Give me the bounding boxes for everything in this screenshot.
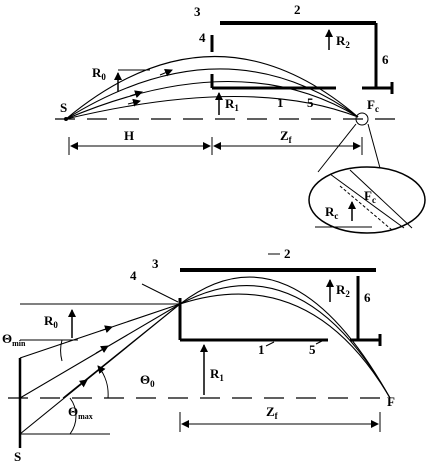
- bottom-label-5: 5: [309, 342, 316, 357]
- bottom-label-4: 4: [130, 268, 137, 283]
- bottom-label-theta-0: Θ0: [140, 372, 155, 389]
- inset-ray-1: [329, 173, 405, 229]
- bottom-label-1: 1: [258, 342, 265, 357]
- bottom-diagram: S R0 R1 R2: [2, 246, 395, 462]
- top-inset: Rc Fc: [308, 166, 426, 234]
- inset-ellipse: [308, 166, 426, 234]
- bottom-label-R1: R1: [210, 366, 224, 383]
- bottom-label-2: 2: [284, 246, 291, 261]
- bottom-traj-3: [179, 293, 391, 399]
- top-label-H: H: [124, 128, 134, 143]
- bottom-label-Zf: Zf: [266, 404, 279, 421]
- top-label-R1: R1: [225, 96, 239, 113]
- top-label-2: 2: [294, 2, 301, 17]
- inset-ray-3: [339, 185, 393, 231]
- top-label-6: 6: [382, 52, 389, 67]
- top-ray-arrow-2: [129, 90, 143, 99]
- bottom-theta-min-arc: [60, 339, 63, 362]
- bottom-label-R2: R2: [336, 282, 350, 299]
- bottom-ray-arrow-1: [99, 325, 113, 334]
- top-source-dot: [64, 117, 68, 121]
- top-diagram: S R0 R1 R2 3 2 4 6 1 5 Fc H Zf: [55, 2, 426, 234]
- bottom-ray-4: [62, 303, 181, 399]
- top-label-Fc: Fc: [367, 97, 379, 114]
- inset-ray-2: [349, 169, 413, 229]
- top-label-4: 4: [199, 30, 206, 45]
- top-label-3: 3: [194, 4, 201, 19]
- bottom-label-3: 3: [152, 256, 159, 271]
- bottom-ray-arrow-2: [95, 345, 109, 354]
- top-inset-leader-2: [367, 123, 381, 169]
- bottom-label-theta-min: Θmin: [2, 331, 26, 348]
- top-inset-leader-1: [317, 123, 357, 173]
- top-label-Zf: Zf: [280, 128, 293, 145]
- bottom-leader-5: [315, 339, 325, 345]
- inset-label-Rc: Rc: [325, 204, 338, 221]
- bottom-label-S: S: [14, 449, 21, 462]
- bottom-theta-max-arc: [69, 397, 77, 435]
- bottom-leader-4: [141, 283, 179, 303]
- bottom-traj-2: [179, 285, 391, 399]
- top-ray-4: [65, 95, 359, 120]
- bottom-ray-arrow-3: [75, 379, 88, 389]
- top-ray-1: [65, 56, 359, 120]
- top-focus-circle: [355, 112, 369, 126]
- inset-label-Fc: Fc: [364, 188, 376, 205]
- bottom-theta-0-arc: [97, 365, 109, 399]
- top-ray-arrow-3: [127, 98, 141, 107]
- top-label-1: 1: [277, 95, 284, 110]
- top-ray-3: [65, 80, 359, 120]
- bottom-traj-1: [179, 276, 391, 399]
- top-label-R0: R0: [92, 65, 106, 82]
- bottom-label-R0: R0: [44, 313, 58, 330]
- top-label-R2: R2: [336, 33, 350, 50]
- bottom-label-F: F: [387, 394, 395, 409]
- top-label-5: 5: [307, 95, 314, 110]
- bottom-leader-1: [265, 341, 275, 347]
- top-label-S: S: [60, 100, 67, 115]
- top-ray-arrow-1: [159, 69, 173, 77]
- bottom-label-6: 6: [364, 290, 371, 305]
- top-ray-2: [65, 68, 359, 120]
- bottom-label-theta-max: Θmax: [68, 404, 93, 421]
